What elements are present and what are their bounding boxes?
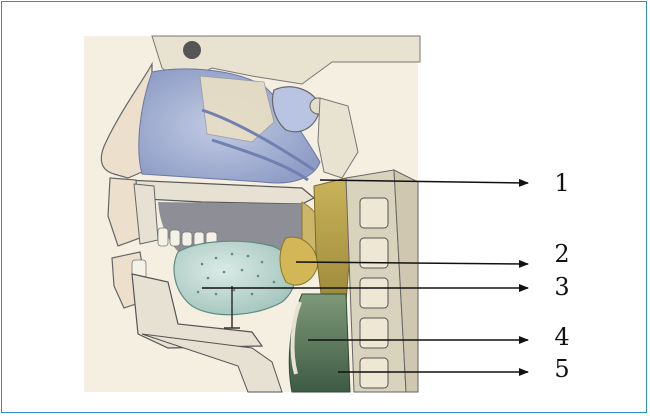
ethmoid-bone [199,75,275,143]
callout-number-2: 2 [554,240,570,268]
clivus-bone [317,97,359,179]
mandible [131,273,264,349]
tongue [173,240,296,316]
turbinate [201,108,315,172]
epiglottis-cartilage [290,301,302,375]
sinus-hole [183,41,201,59]
cervical-spine [345,169,419,393]
callout-arrow-2 [295,259,529,268]
callout-number-5: 5 [554,355,570,383]
neck-tissue [141,333,283,393]
sphenoid-sinus [271,86,321,133]
tongue-papillae [196,252,276,296]
upper-teeth [157,227,218,247]
upper-lip [107,177,141,247]
callout-number-1: 1 [554,169,570,197]
callout-number-3: 3 [554,273,570,301]
callout-arrow-1 [319,178,529,187]
callout-number-4: 4 [554,323,570,351]
pharynx [313,177,351,303]
palatine-tonsil [279,236,319,286]
turbinate [211,138,309,182]
